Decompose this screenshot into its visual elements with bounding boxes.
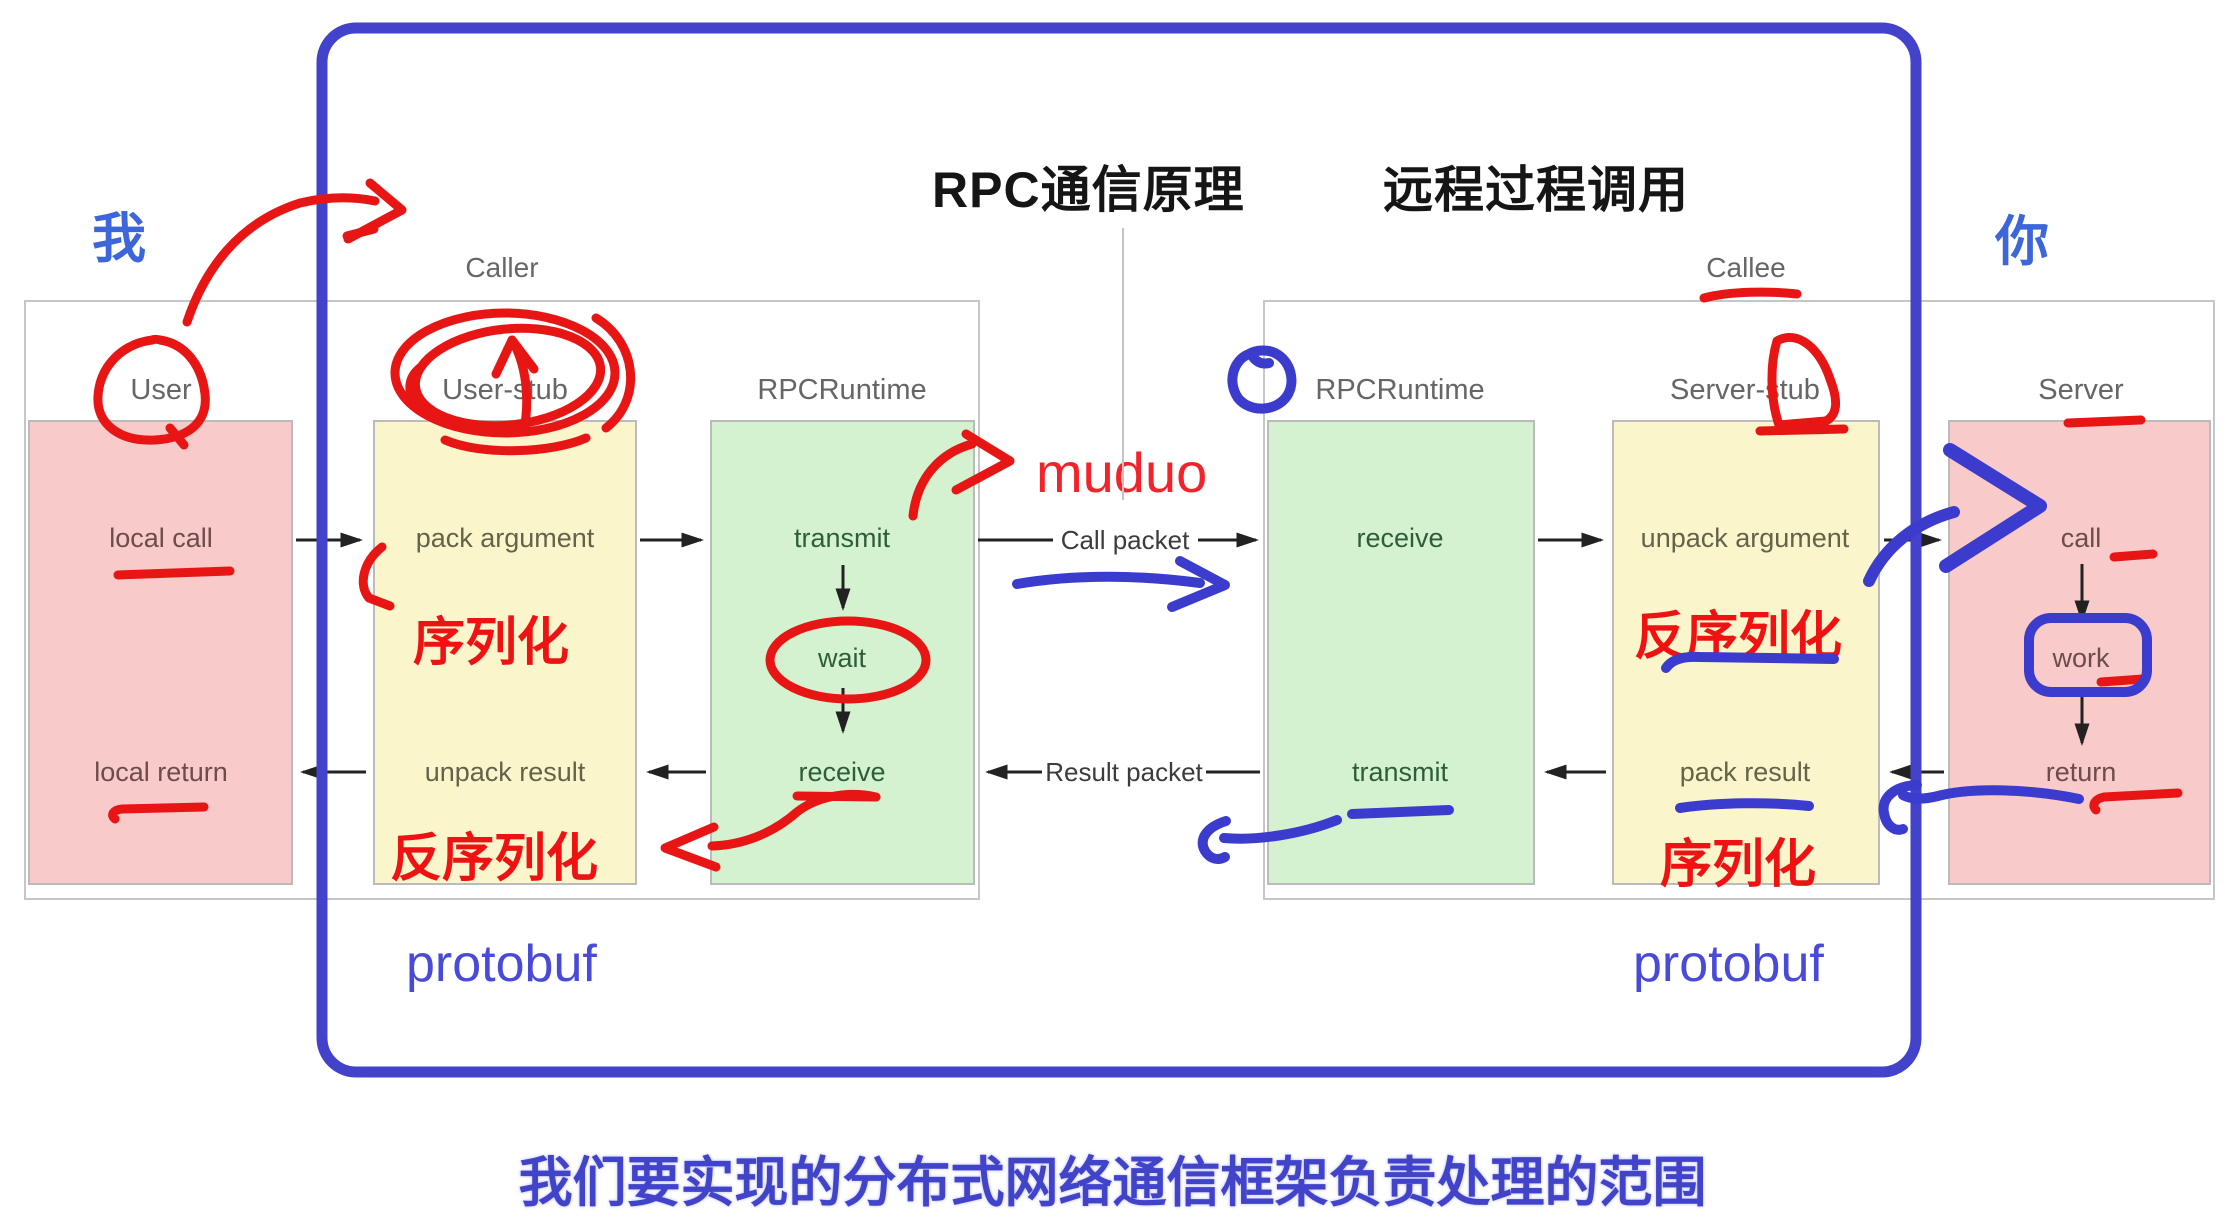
column-label-server-stub: Server-stub — [1670, 374, 1820, 406]
step-local-return: local return — [94, 757, 228, 787]
red-arrow-up-head — [343, 178, 407, 244]
group-label-caller: Caller — [465, 252, 539, 283]
blue-arrow-callpacket-shaft — [1012, 571, 1205, 589]
group-label-callee: Callee — [1706, 252, 1786, 283]
page-title: RPC通信原理 — [932, 162, 1245, 218]
blue-arrow-transmit-head — [1197, 816, 1231, 864]
column-label-user-stub: User-stub — [442, 374, 568, 406]
note-muduo: muduo — [1036, 441, 1208, 504]
step-return: return — [2045, 757, 2117, 787]
step-unpack-result: unpack result — [424, 757, 586, 787]
step-pack-argument: pack argument — [415, 523, 595, 553]
step-work: work — [2052, 643, 2110, 673]
column-label-server: Server — [2038, 374, 2124, 406]
column-label-user: User — [130, 374, 192, 406]
footer-note: 我们要实现的分布式网络通信框架负责处理的范围 — [518, 1153, 1707, 1213]
column-label-rpcruntime-callee: RPCRuntime — [1315, 374, 1485, 406]
blue-arrow-callpacket-head — [1167, 556, 1230, 612]
red-arrow-up-extra — [342, 224, 379, 241]
note-serialize-callee: 序列化 — [1660, 836, 1817, 894]
result-packet-label: Result packet — [1045, 757, 1203, 787]
page-subtitle: 远程过程调用 — [1383, 162, 1689, 218]
note-protobuf-callee: protobuf — [1633, 935, 1824, 993]
red-underline-callee — [1699, 287, 1802, 303]
step-transmit-callee: transmit — [1351, 757, 1449, 787]
note-deserialize-callee: 反序列化 — [1634, 608, 1843, 666]
step-pack-result: pack result — [1679, 757, 1811, 787]
step-local-call: local call — [109, 523, 213, 553]
label-you: 你 — [1995, 212, 2049, 272]
step-transmit-caller: transmit — [793, 523, 891, 553]
note-protobuf-caller: protobuf — [406, 935, 597, 993]
note-deserialize-caller: 反序列化 — [390, 830, 599, 888]
step-receive-callee: receive — [1356, 523, 1444, 553]
user-box — [28, 420, 293, 885]
column-label-rpcruntime-caller: RPCRuntime — [757, 374, 927, 406]
label-me: 我 — [92, 209, 146, 269]
note-serialize-caller: 序列化 — [413, 614, 570, 672]
step-call: call — [2060, 523, 2102, 553]
step-wait: wait — [817, 643, 867, 673]
rpcruntime-callee-box — [1267, 420, 1535, 885]
step-receive-caller: receive — [798, 757, 886, 787]
call-packet-label: Call packet — [1061, 525, 1190, 555]
step-unpack-argument: unpack argument — [1640, 523, 1850, 553]
